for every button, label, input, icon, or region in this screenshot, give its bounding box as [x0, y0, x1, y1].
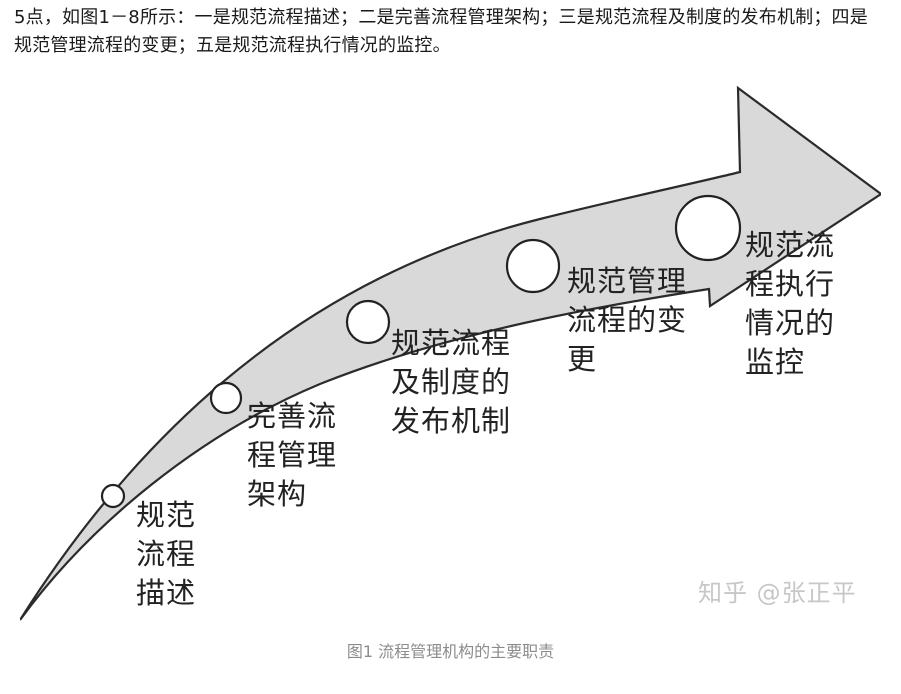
- watermark: 知乎 @张正平: [698, 579, 857, 607]
- step-4-label: 规范管理 流程的变 更: [567, 264, 688, 376]
- step-1-circle: [100, 483, 126, 509]
- step-3-label: 规范流程 及制度的 发布机制: [391, 326, 512, 438]
- process-figure: 规范 流程 描述 完善流 程管理 架构 规范流程 及制度的 发布机制 规范管理 …: [20, 84, 881, 624]
- figure-caption: 图1 流程管理机构的主要职责: [346, 642, 555, 661]
- step-1-label: 规范 流程 描述: [136, 498, 197, 610]
- step-2-circle: [209, 381, 243, 415]
- arrow-graphic: [20, 85, 881, 621]
- step-3-circle: [345, 299, 391, 345]
- step-5-label: 规范流 程执行 情况的 监控: [745, 228, 836, 379]
- body-paragraph: 5点，如图1－8所示：一是规范流程描述；二是完善流程管理架构；三是规范流程及制度…: [14, 7, 868, 56]
- curved-arrow-shape: [20, 85, 881, 621]
- step-4-circle: [505, 238, 561, 294]
- step-5-circle: [674, 194, 742, 262]
- step-2-label: 完善流 程管理 架构: [247, 399, 338, 511]
